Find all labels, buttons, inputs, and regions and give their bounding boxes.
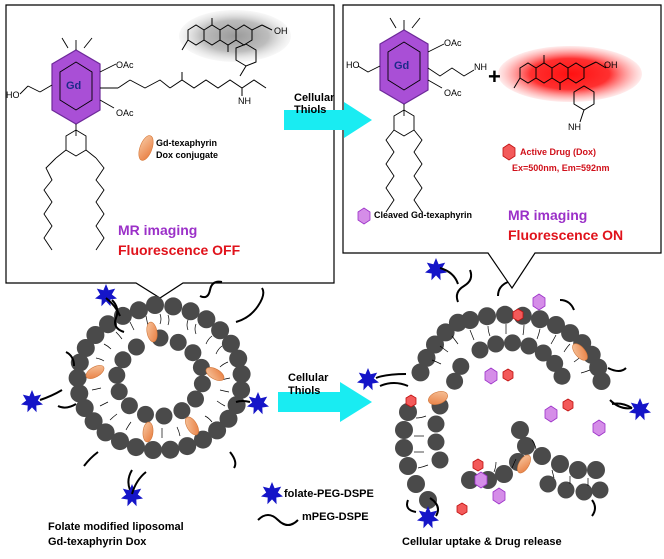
dox-structure-right [513,55,607,123]
cleaved-label: Cleaved Gd-texaphyrin [374,210,473,220]
gd-label-right: Gd [394,60,410,72]
fluorescence-off: Fluorescence OFF [118,242,241,258]
oh-label-right: OH [604,60,618,70]
right-liposome [379,269,633,517]
excitation-label: Ex=500nm, Em=592nm [512,163,610,173]
outer-spheres-right [411,305,611,390]
conjugate-linker-left [169,72,267,96]
folate-star-icon [425,258,447,281]
inner-spheres-right [446,334,571,390]
texaphyrin-right [357,17,475,213]
lower-fragment-spheres [395,397,609,509]
mpeg-legend-line [257,514,299,526]
folate-star-icon [247,392,269,415]
top-arrow-label-1: Cellular [294,92,335,104]
oac-top-right: OAc [444,38,462,48]
fluorescence-on: Fluorescence ON [508,227,624,243]
folate-star-icon [121,484,143,507]
released-drugs [405,293,606,516]
nh2-label-right: NH [474,62,487,72]
active-drug-label: Active Drug (Dox) [520,147,597,157]
conjugates-in-right [428,343,588,474]
folate-legend-label: folate-PEG-DSPE [284,488,374,500]
oac-bottom-right: OAc [444,88,462,98]
conjugate-oval-icon [138,135,154,161]
mr-imaging-left: MR imaging [118,222,198,238]
lipid-tails-left [91,313,231,438]
inner-spheres-left [108,329,211,425]
plus-sign: + [488,64,501,89]
active-drug-hex-icon [502,143,516,161]
folate-star-icon [95,284,117,307]
oac-bottom-left: OAc [116,108,134,118]
left-caption-line1: Folate modified liposomal [48,521,184,533]
conjugates-in-left [85,321,225,443]
bottom-arrow [278,382,372,422]
star-stems [39,267,633,517]
conjugate-legend-line2: Dox conjugate [156,150,219,160]
active-drug-glow [498,46,642,102]
oh-label-left: OH [274,26,288,36]
conjugate-legend-line1: Gd-texaphyrin [156,138,218,148]
cleaved-hex-icon [357,207,371,225]
ho-label-left: HO [6,90,20,100]
bottom-arrow-label-1: Cellular [288,372,329,384]
mpeg-legend-label: mPEG-DSPE [302,511,369,523]
folate-star-icon [417,506,439,529]
oac-top-left: OAc [116,60,134,70]
folate-stars [21,258,651,529]
ho-label-right: HO [346,60,360,70]
lipid-tails-right [414,324,591,486]
left-liposome [57,280,265,491]
peg-chains-left [57,280,265,491]
dox-structure-left [181,18,273,77]
nh-label-left: NH [238,96,251,106]
folate-star-icon [629,398,651,421]
gd-label-left: Gd [66,80,82,92]
mr-imaging-right: MR imaging [508,207,588,223]
top-arrow [284,102,372,138]
left-caption-line2: Gd-texaphyrin Dox [48,536,147,548]
texaphyrin-left [19,37,171,251]
folate-star-icon [357,368,379,391]
folate-star-icon [21,390,43,413]
folate-star-icon [261,482,283,505]
bottom-arrow-label-2: Thiols [288,385,321,397]
nh2-drug-label: NH [568,122,581,132]
peg-chains-right [379,269,633,517]
top-arrow-label-2: Thiols [294,104,327,116]
dox-shadow-ellipse [179,10,291,62]
right-caption: Cellular uptake & Drug release [402,536,562,548]
